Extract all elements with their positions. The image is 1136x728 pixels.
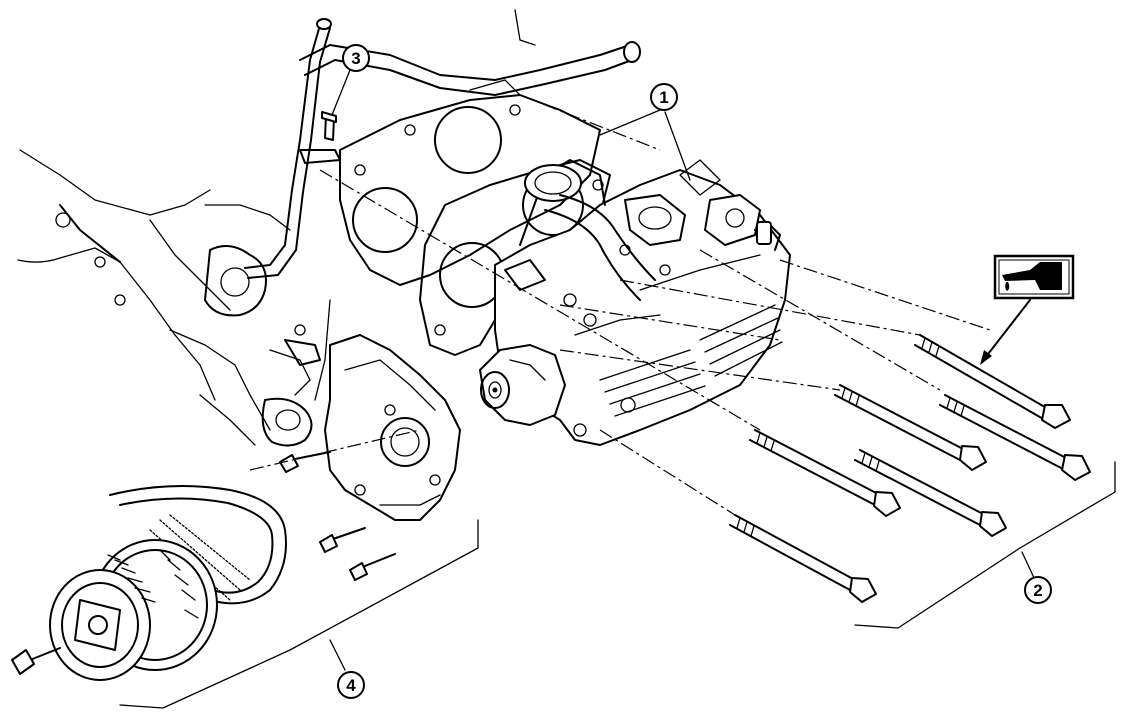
bracket-bolt bbox=[321, 111, 337, 141]
sprocket-bolt bbox=[11, 647, 61, 675]
callout-1: 1 bbox=[650, 83, 678, 111]
callout-4-label: 4 bbox=[346, 676, 356, 695]
callout-2: 2 bbox=[1024, 576, 1052, 604]
callout-3-label: 3 bbox=[351, 49, 360, 68]
callout-1-label: 1 bbox=[659, 88, 668, 107]
engine-block bbox=[17, 149, 331, 447]
head-gasket-rear bbox=[339, 94, 601, 286]
camshaft-hub bbox=[479, 344, 566, 426]
head-bolts bbox=[729, 334, 1091, 603]
belt-cover-plate bbox=[324, 334, 461, 521]
callout-3: 3 bbox=[342, 44, 370, 72]
cylinder-head bbox=[494, 159, 791, 446]
callout-2-label: 2 bbox=[1033, 581, 1042, 600]
callout-leaders bbox=[119, 69, 1116, 709]
camshaft-sprocket bbox=[49, 539, 218, 681]
oil-dipstick-tube bbox=[244, 18, 341, 279]
callout-4: 4 bbox=[337, 671, 365, 699]
oil-application-icon bbox=[993, 254, 1075, 300]
alignment-lines bbox=[249, 94, 991, 516]
